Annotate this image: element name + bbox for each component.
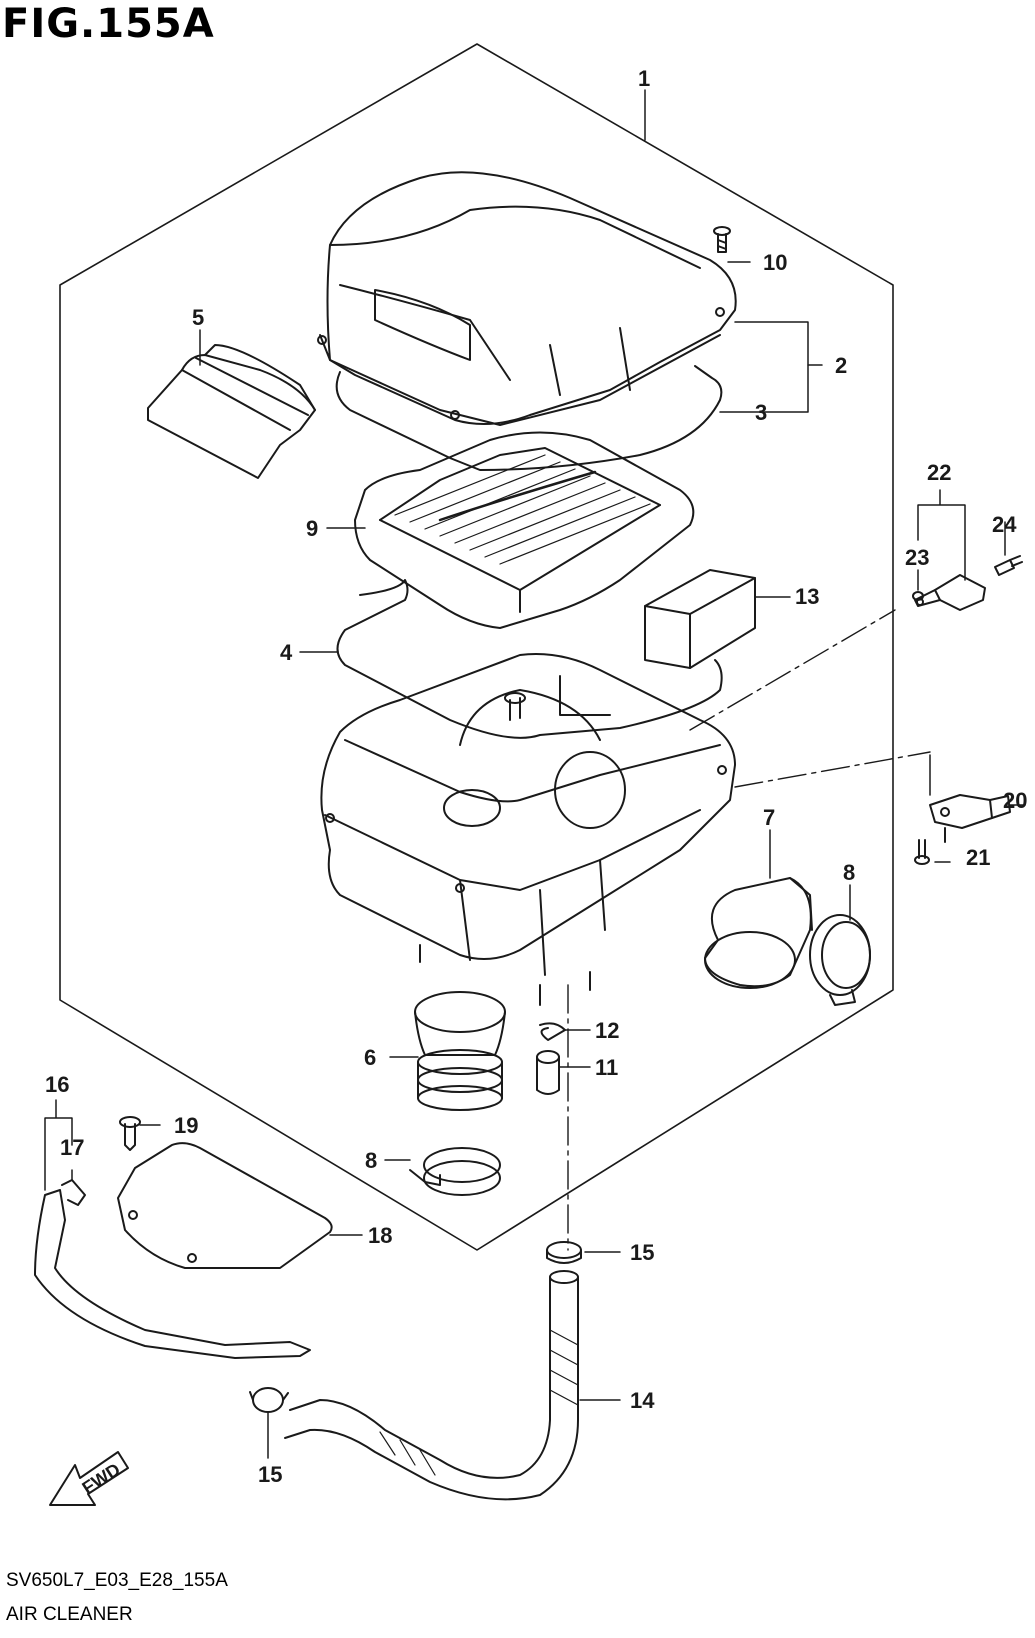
seal-3 xyxy=(335,365,723,471)
sensor-22 xyxy=(914,574,986,611)
clamp-15-lower xyxy=(249,1387,289,1413)
callout-2: 2 xyxy=(835,353,847,378)
assembly-outline xyxy=(59,43,894,1251)
callout-12: 12 xyxy=(595,1018,619,1043)
rivet-19 xyxy=(119,1116,141,1151)
center-lines xyxy=(567,609,931,1251)
callout-24: 24 xyxy=(992,512,1017,537)
callout-18: 18 xyxy=(368,1223,392,1248)
forward-arrow-icon xyxy=(49,1451,129,1506)
callout-14: 14 xyxy=(630,1388,655,1413)
callout-5: 5 xyxy=(192,305,204,330)
diagram-code: SV650L7_E03_E28_155A xyxy=(6,1570,228,1591)
callout-16: 16 xyxy=(45,1072,69,1097)
elbow-duct-7 xyxy=(704,877,813,989)
figure-title: FIG.155A xyxy=(2,1,215,47)
callout-13: 13 xyxy=(795,584,819,609)
screw-10 xyxy=(713,226,731,253)
callout-11: 11 xyxy=(595,1055,618,1080)
fwd-label: FWD xyxy=(79,1459,124,1498)
sensor-20 xyxy=(929,794,1011,843)
o-ring-23 xyxy=(912,591,924,601)
callout-22: 22 xyxy=(927,460,951,485)
screw-24 xyxy=(994,555,1023,576)
callout-9: 9 xyxy=(306,516,318,541)
callout-1: 1 xyxy=(638,66,650,91)
gasket-4 xyxy=(336,579,723,739)
hose-clamp-8-lower xyxy=(409,1147,501,1196)
air-filter-element xyxy=(354,431,695,629)
callout-4: 4 xyxy=(280,640,293,665)
callout-15-lower: 15 xyxy=(258,1462,282,1487)
cover-plate-18 xyxy=(117,1142,333,1269)
clamp-15-upper xyxy=(546,1241,582,1264)
callout-8-lower: 8 xyxy=(365,1148,377,1173)
screw-21 xyxy=(914,839,930,865)
hose-14 xyxy=(284,1270,579,1501)
rubber-boot-6 xyxy=(414,991,506,1111)
tube-11 xyxy=(536,1050,560,1095)
callout-7: 7 xyxy=(763,805,775,830)
lower-case-body xyxy=(320,653,736,1006)
callout-20: 20 xyxy=(1003,788,1027,813)
intake-duct-5 xyxy=(147,344,316,479)
callout-17: 17 xyxy=(60,1135,84,1160)
foam-block-13 xyxy=(644,569,756,669)
callout-10: 10 xyxy=(763,250,787,275)
clip-17 xyxy=(61,1179,86,1206)
leader-lines xyxy=(44,89,1026,1459)
diagram-caption: AIR CLEANER xyxy=(6,1604,133,1625)
callout-15-upper: 15 xyxy=(630,1240,654,1265)
callout-21: 21 xyxy=(966,845,990,870)
hose-clamp-8-upper xyxy=(809,914,871,1006)
clip-12 xyxy=(539,1022,566,1041)
callout-19: 19 xyxy=(174,1113,198,1138)
callout-6: 6 xyxy=(364,1045,376,1070)
upper-case-cover xyxy=(317,171,737,426)
drain-bracket-16 xyxy=(34,1189,311,1359)
callout-8-upper: 8 xyxy=(843,860,855,885)
callout-23: 23 xyxy=(905,545,929,570)
callout-3: 3 xyxy=(755,400,767,425)
